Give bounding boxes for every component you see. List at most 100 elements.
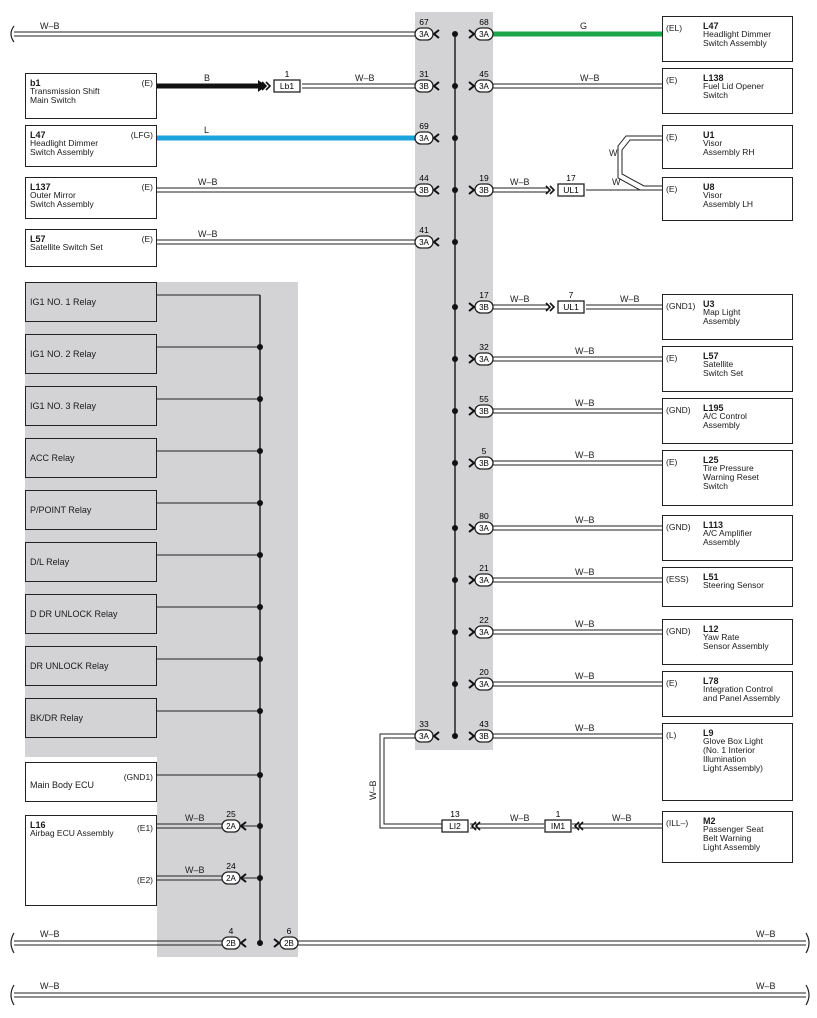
connector-arrow	[468, 523, 476, 533]
component-code: U8	[703, 182, 715, 192]
wire-label-wb: W–B	[620, 294, 640, 304]
junction-connector-id: 3A	[479, 680, 489, 689]
component-name: Headlight Dimmer Switch Assembly	[30, 138, 99, 157]
component-code: L137	[30, 182, 51, 192]
inline-connector-name: IM1	[551, 821, 565, 831]
wire-label-wb: W–B	[575, 671, 595, 681]
connector-arrow	[432, 81, 440, 91]
component-name: Outer Mirror Switch Assembly	[30, 190, 94, 209]
component-l137: L137 Outer Mirror Switch Assembly (E)	[25, 177, 157, 219]
junction-connector-id: 3A	[479, 82, 489, 91]
junction-connector-id: 3B	[479, 459, 489, 468]
component-code: U3	[703, 299, 715, 309]
component-code: L16	[30, 820, 46, 830]
component-pin: (GND)	[666, 405, 691, 415]
relay-box: DR UNLOCK Relay	[25, 646, 157, 686]
junction-connector: 2B4	[221, 926, 247, 950]
wire-label-wb: W–B	[575, 723, 595, 733]
component-l57-left: L57 Satellite Switch Set (E)	[25, 229, 157, 267]
component-code: L195	[703, 403, 724, 413]
junction-connector-pin: 24	[226, 861, 236, 871]
component-pin: (E)	[141, 234, 153, 244]
component-name: Glove Box Light (No. 1 Interior Illumina…	[703, 736, 764, 773]
bottom-bus-2	[10, 984, 810, 1006]
wire-label-w1: W	[609, 148, 618, 158]
connector-arrow	[545, 185, 556, 195]
junction-connector-pin: 5	[482, 446, 487, 456]
airbag-taps	[157, 823, 260, 881]
junction-connector-id: 2B	[226, 939, 236, 948]
connector-arrow	[273, 938, 281, 948]
wire-label-bus-bottom-2-left: W–B	[40, 981, 60, 991]
relay-box: D/L Relay	[25, 542, 157, 582]
component-pin: (E)	[666, 75, 678, 85]
component-pin: (GND1)	[666, 301, 696, 311]
connector-arrow	[468, 185, 476, 195]
component-name: Satellite Switch Set	[30, 242, 103, 252]
connector-arrow	[468, 458, 476, 468]
inline-connector-pin: 17	[566, 173, 576, 183]
connector-arrow	[470, 821, 481, 831]
component-code: L25	[703, 455, 719, 465]
junction-connector-pin: 67	[419, 17, 429, 27]
component-name: Steering Sensor	[703, 580, 764, 590]
junction-connector-id: 3B	[479, 303, 489, 312]
connector-arrow	[573, 821, 584, 831]
component-name: Tire Pressure Warning Reset Switch	[703, 463, 759, 491]
junction-connector-id: 3A	[419, 30, 429, 39]
junction-connector-pin: 69	[419, 121, 429, 131]
inline-connector-name: UL1	[563, 302, 579, 312]
component-l16: L16 Airbag ECU Assembly (E1) (E2)	[25, 815, 157, 906]
wire-label-l: L	[204, 125, 209, 135]
connector-arrow	[239, 821, 247, 831]
connector-arrow	[468, 302, 476, 312]
component-b1: b1 Transmission Shift Main Switch (E)	[25, 73, 157, 119]
junction-connector-pin: 20	[479, 667, 489, 677]
wire-label-wb: W–B	[510, 294, 530, 304]
component-pin: (E)	[666, 353, 678, 363]
inline-connector-pin: 13	[450, 809, 460, 819]
junction-connector-id: 3A	[479, 628, 489, 637]
wire-label-w2: W	[612, 177, 621, 187]
wire-label-wb-vertical: W–B	[368, 780, 378, 800]
wire-label-wb: W–B	[510, 813, 530, 823]
splice-points	[257, 31, 458, 946]
wire-label-wb: W–B	[185, 813, 205, 823]
junction-connector-id: 3A	[479, 355, 489, 364]
junction-connector-id: 2A	[226, 874, 236, 883]
relay-name: IG1 NO. 2 Relay	[30, 349, 97, 359]
connector-arrow	[239, 938, 247, 948]
component-pin: (E)	[666, 184, 678, 194]
connector-arrow	[261, 81, 272, 91]
component-code: L78	[703, 676, 719, 686]
wire-label-wb: W–B	[575, 515, 595, 525]
connector-arrow	[432, 29, 440, 39]
wire-label-wb: W–B	[510, 177, 530, 187]
connector-arrow	[432, 731, 440, 741]
wire-label-g: G	[580, 21, 587, 31]
wire-label-wb: W–B	[198, 177, 218, 187]
component-pin: (GND)	[666, 626, 691, 636]
connector-arrow	[468, 627, 476, 637]
junction-connector-id: 3A	[479, 30, 489, 39]
component-pin: (E)	[666, 678, 678, 688]
junction-connector-pin: 32	[479, 342, 489, 352]
junction-connector-pin: 43	[479, 719, 489, 729]
relay-junction-area	[157, 282, 298, 957]
component-main-body-ecu: Main Body ECU (GND1)	[25, 762, 157, 802]
wire-label-top: W–B	[40, 21, 60, 31]
junction-connector-id: 3A	[419, 134, 429, 143]
relay-name: IG1 NO. 1 Relay	[30, 297, 97, 307]
bottom-bus-1	[10, 932, 810, 954]
wire-label-bus-bottom-1-right: W–B	[756, 929, 776, 939]
junction-connector-pin: 41	[419, 225, 429, 235]
